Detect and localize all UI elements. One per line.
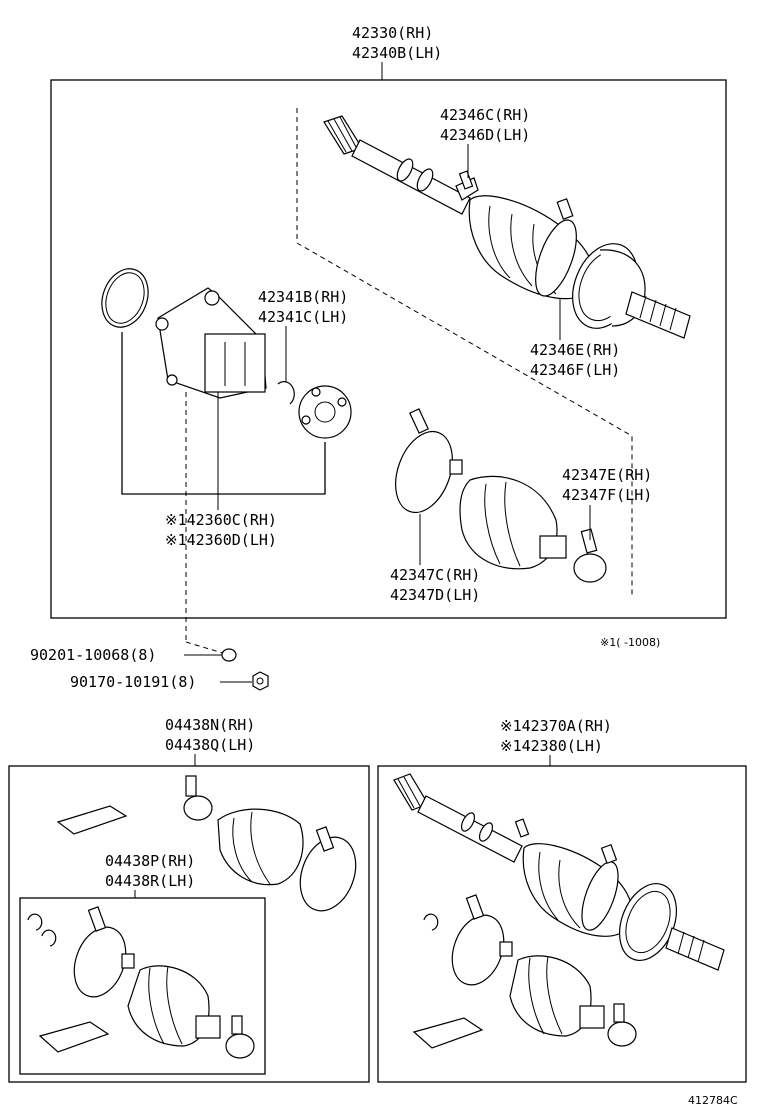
clamp-small-1 <box>183 795 213 821</box>
label-snap-ring-rh: 42341B(RH) <box>258 288 348 306</box>
label-snap-ring-lh: 42341C(LH) <box>258 308 348 326</box>
nut <box>252 671 269 691</box>
boot-kit-parts <box>56 775 357 912</box>
label-outer-boot-clamp-rh: 42346C(RH) <box>440 106 530 124</box>
drive-shaft-lower <box>393 773 725 1049</box>
inner-kit-box <box>19 897 266 1075</box>
illustration-number: 412784C <box>688 1094 738 1107</box>
footnote: ※1( -1008) <box>600 636 660 649</box>
label-outer-boot-clamp-lh: 42346D(LH) <box>440 126 530 144</box>
label-inner-boot-lh: 42347D(LH) <box>390 586 480 604</box>
label-small-clamp-rh: 42347E(RH) <box>562 466 652 484</box>
label-small-clamp-lh: 42347F(LH) <box>562 486 652 504</box>
label-shaft-assy-rh: 42330(RH) <box>352 24 433 42</box>
main-assembly-box <box>50 79 727 619</box>
label-inner-kit-rh: 04438P(RH) <box>105 852 195 870</box>
bolt-washer <box>221 648 237 662</box>
clamp-large-1 <box>299 836 357 912</box>
label-inner-boot-rh: 42347C(RH) <box>390 566 480 584</box>
label-inner-joint-rh: ※142360C(RH) <box>165 511 277 529</box>
boot-kit-box <box>8 765 370 1083</box>
nut-hole <box>256 677 264 685</box>
label-nut: 90170-10191(8) <box>70 673 196 691</box>
grease-pack-2 <box>38 1021 110 1053</box>
inner-joint-parts <box>101 268 352 439</box>
drive-shaft-upper <box>323 115 691 339</box>
label-shaft-assy-lh: 42340B(LH) <box>352 44 442 62</box>
label-bolt: 90201-10068(8) <box>30 646 156 664</box>
label-boot-kit-rh: 04438N(RH) <box>165 716 255 734</box>
label-inner-joint-lh: ※142360D(LH) <box>165 531 277 549</box>
label-boot-kit-lh: 04438Q(LH) <box>165 736 255 754</box>
label-outer-clamp-lh: 42346F(LH) <box>530 361 620 379</box>
label-shaft-alt-lh: ※142380(LH) <box>500 737 603 755</box>
inner-boot-set <box>395 408 607 583</box>
snap-ring-kit <box>27 913 43 931</box>
clamp-kit-large <box>73 926 127 998</box>
label-outer-clamp-rh: 42346E(RH) <box>530 341 620 359</box>
bracket-inner-joint <box>121 332 326 495</box>
outer-boot-kit <box>217 808 304 886</box>
dashed-bolt-link-2 <box>185 641 227 655</box>
clamp-kit-small <box>225 1033 255 1059</box>
label-inner-kit-lh: 04438R(LH) <box>105 872 195 890</box>
grease-pack-1 <box>56 805 128 835</box>
inner-kit-parts <box>27 906 255 1059</box>
shaft-alt-box <box>377 765 747 1083</box>
label-shaft-alt-rh: ※142370A(RH) <box>500 717 612 735</box>
dashed-outline <box>296 108 633 595</box>
